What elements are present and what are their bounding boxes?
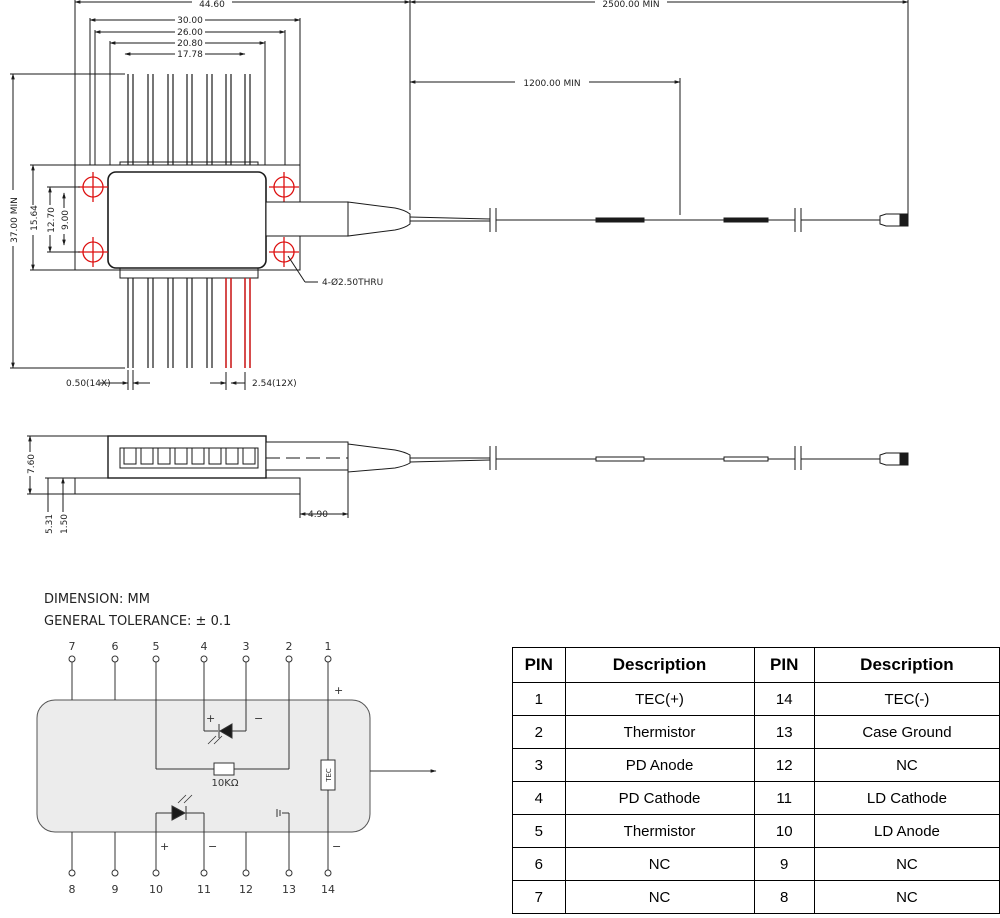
table-cell: 12 (753, 748, 815, 782)
schematic-labels: 7 6 5 4 3 2 1 8 9 10 11 12 13 14 10KΩ TE… (69, 640, 344, 896)
tec-minus-sign: − (332, 840, 341, 853)
pin-label-top-5: 5 (153, 640, 160, 653)
table-cell: 1 (512, 682, 566, 716)
dim-base-height: 5.31 (45, 514, 55, 534)
dim-overall-width: 44.60 (199, 0, 225, 10)
table-row: 1 TEC(+) 14 TEC(-) (512, 682, 1000, 716)
table-cell: 10 (753, 814, 815, 848)
table-cell: LD Cathode (813, 781, 1000, 815)
table-cell: NC (564, 880, 755, 914)
top-view-drawing (10, 0, 909, 390)
table-cell: 14 (753, 682, 815, 716)
table-row: 5 Thermistor 10 LD Anode (512, 814, 1000, 848)
tec-plus-sign: + (334, 684, 343, 697)
table-cell: Thermistor (564, 715, 755, 749)
dim-side-height: 7.60 (27, 454, 37, 474)
dim-body-height: 15.64 (30, 205, 40, 231)
pd-minus-sign: − (254, 712, 263, 725)
table-cell: PD Anode (564, 748, 755, 782)
table-row: 2 Thermistor 13 Case Ground (512, 715, 1000, 749)
table-cell: LD Anode (813, 814, 1000, 848)
dim-hole-spacing: 12.70 (47, 207, 57, 233)
column-header: Description (564, 647, 755, 683)
tolerance-note: GENERAL TOLERANCE: ± 0.1 (44, 614, 232, 629)
dim-fiber-to-connector: 1200.00 MIN (523, 79, 580, 89)
dim-mounting-holes: 4-Ø2.50THRU (322, 277, 383, 288)
table-cell: NC (813, 847, 1000, 881)
dim-boot-length: 4.90 (308, 510, 328, 520)
column-header: PIN (512, 647, 566, 683)
top-view-dimension-labels: 44.60 30.00 26.00 20.80 17.78 2500.00 MI… (8, 0, 667, 389)
pin-label-top-3: 3 (243, 640, 250, 653)
table-row: 6 NC 9 NC (512, 847, 1000, 881)
table-cell: 7 (512, 880, 566, 914)
dim-fiber-length: 2500.00 MIN (602, 0, 659, 10)
pin-label-bottom-9: 9 (112, 883, 119, 896)
tec-label: TEC (325, 768, 333, 783)
dim-pin-width: 0.50(14X) (66, 379, 111, 389)
dim-30: 30.00 (177, 16, 203, 26)
pin-label-top-7: 7 (69, 640, 76, 653)
table-cell: 11 (753, 781, 815, 815)
pin-label-top-6: 6 (112, 640, 119, 653)
pinout-schematic (36, 655, 437, 877)
column-header: Description (813, 647, 1000, 683)
table-cell: 13 (753, 715, 815, 749)
table-row: 7 NC 8 NC (512, 880, 1000, 914)
table-cell: NC (564, 847, 755, 881)
column-header: PIN (753, 647, 815, 683)
dim-pin-pitch: 2.54(12X) (252, 379, 297, 389)
table-cell: 5 (512, 814, 566, 848)
table-cell: 8 (753, 880, 815, 914)
table-cell: 6 (512, 847, 566, 881)
table-row: 4 PD Cathode 11 LD Cathode (512, 781, 1000, 815)
pin-label-top-2: 2 (286, 640, 293, 653)
pin-label-bottom-10: 10 (149, 883, 163, 896)
side-view-drawing (27, 435, 909, 518)
resistor-label: 10KΩ (212, 778, 239, 789)
table-cell: Thermistor (564, 814, 755, 848)
table-cell: TEC(+) (564, 682, 755, 716)
table-cell: PD Cathode (564, 781, 755, 815)
table-row: 3 PD Anode 12 NC (512, 748, 1000, 782)
pin-label-top-1: 1 (325, 640, 332, 653)
dim-26: 26.00 (177, 28, 203, 38)
table-cell: NC (813, 880, 1000, 914)
pin-label-bottom-12: 12 (239, 883, 253, 896)
dim-20: 20.80 (177, 39, 203, 49)
table-header-row: PIN Description PIN Description (512, 647, 1000, 683)
pin-label-bottom-13: 13 (282, 883, 296, 896)
table-cell: 2 (512, 715, 566, 749)
pin-label-bottom-8: 8 (69, 883, 76, 896)
table-cell: NC (813, 748, 1000, 782)
dim-hole-offset: 9.00 (61, 210, 71, 230)
table-cell: 9 (753, 847, 815, 881)
pd-plus-sign: + (206, 712, 215, 725)
dimension-unit-note: DIMENSION: MM (44, 592, 150, 607)
table-cell: 3 (512, 748, 566, 782)
side-view-dimension-labels: 7.60 5.31 1.50 4.90 (25, 452, 328, 534)
pin-label-bottom-11: 11 (197, 883, 211, 896)
pin-label-bottom-14: 14 (321, 883, 335, 896)
table-cell: 4 (512, 781, 566, 815)
dim-17: 17.78 (177, 50, 203, 60)
table-cell: TEC(-) (813, 682, 1000, 716)
ld-plus-sign: + (160, 840, 169, 853)
table-cell: Case Ground (813, 715, 1000, 749)
dim-overall-height: 37.00 MIN (10, 197, 20, 243)
pin-label-top-4: 4 (201, 640, 208, 653)
ld-minus-sign: − (208, 840, 217, 853)
pin-description-table: PIN Description PIN Description 1 TEC(+)… (512, 647, 1000, 914)
dim-base-thickness: 1.50 (60, 514, 70, 534)
